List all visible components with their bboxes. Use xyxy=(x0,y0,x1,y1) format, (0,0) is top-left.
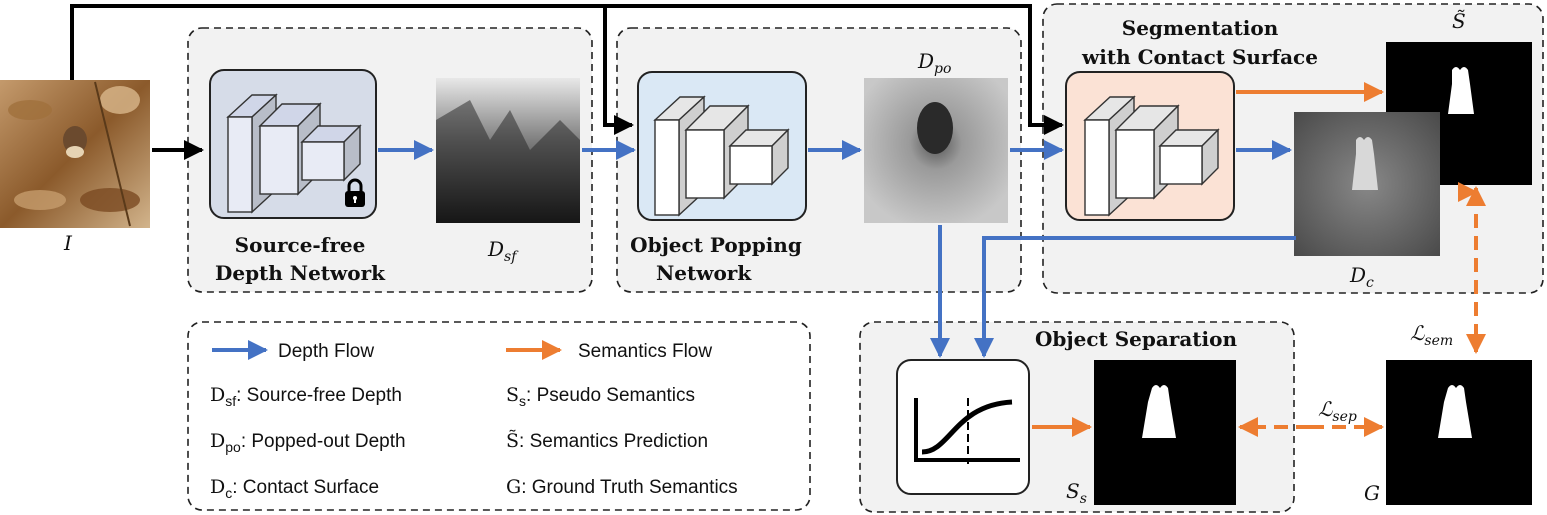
legend-item-d-po: Dpo: Popped-out Depth xyxy=(210,430,406,455)
legend-item-s-s: Ss: Pseudo Semantics xyxy=(506,384,695,409)
g-label: G xyxy=(1364,481,1380,505)
input-label: I xyxy=(63,231,73,255)
network-cubes-2 xyxy=(653,95,790,217)
source-free-title-line2: Depth Network xyxy=(215,261,386,285)
s-s-image xyxy=(1094,360,1236,505)
d-po-label: Dpo xyxy=(917,49,951,77)
legend-depth-flow: Depth Flow xyxy=(278,341,374,362)
lock-icon xyxy=(345,178,365,207)
network-cubes-3 xyxy=(1083,95,1220,217)
object-popping-title-line2: Network xyxy=(656,261,752,285)
legend-panel xyxy=(187,321,811,511)
object-popping-title-line1: Object Popping xyxy=(630,233,802,257)
input-routing-lines xyxy=(70,4,1064,160)
input-image xyxy=(0,80,150,228)
source-free-title-line1: Source-free xyxy=(235,233,366,257)
s-s-label: Ss xyxy=(1066,479,1087,507)
segmentation-title-line2: with Contact Surface xyxy=(1081,45,1318,69)
object-separation-title: Object Separation xyxy=(1035,327,1238,351)
legend-item-s-tilde: S̃: Semantics Prediction xyxy=(506,430,708,452)
s-tilde-label: S̃ xyxy=(1452,9,1466,33)
l-sep-label: ℒsep xyxy=(1318,397,1357,425)
d-po-image xyxy=(864,78,1008,223)
legend-item-d-sf: Dsf: Source-free Depth xyxy=(210,384,402,409)
segmentation-title-line1: Segmentation xyxy=(1122,16,1279,40)
sigmoid-icon xyxy=(914,398,1020,464)
legend-item-d-c: Dc: Contact Surface xyxy=(210,476,379,501)
network-cubes-1 xyxy=(226,93,362,214)
semantics-flow-arrows xyxy=(1032,82,1476,437)
l-sem-label: ℒsem xyxy=(1410,321,1453,349)
d-c-image xyxy=(1294,112,1440,256)
legend-semantics-flow: Semantics Flow xyxy=(578,341,712,362)
g-image xyxy=(1386,360,1532,505)
d-sf-label: Dsf xyxy=(487,237,519,265)
depth-flow-arrows xyxy=(378,140,1296,358)
d-c-label: Dc xyxy=(1349,263,1374,291)
d-sf-image xyxy=(436,78,580,223)
legend-item-g: G: Ground Truth Semantics xyxy=(506,476,738,498)
